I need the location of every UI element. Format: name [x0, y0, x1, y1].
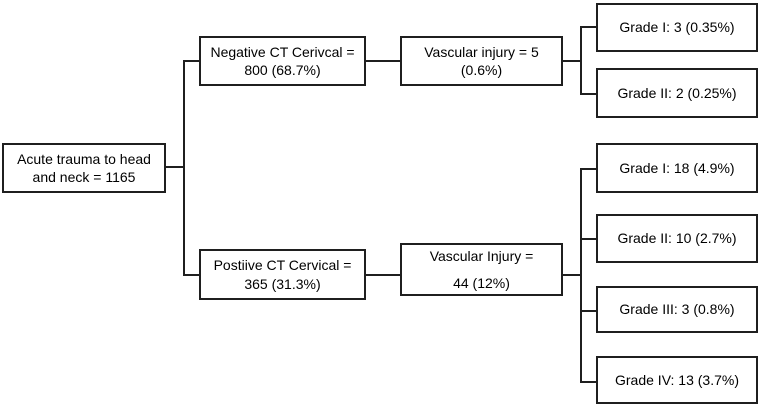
node-text-line: and neck = 1165 — [32, 169, 136, 185]
node-text-line: (0.6%) — [460, 62, 503, 78]
node-negative-vascular-injury: Vascular injury = 5 (0.6%) — [400, 36, 563, 86]
node-acute-trauma: Acute trauma to head and neck = 1165 — [2, 143, 166, 193]
node-text-line: Negative CT Cerivcal = — [210, 43, 355, 60]
connector-to-positive-grade-4 — [580, 381, 596, 383]
node-text-line: Vascular Injury = — [429, 247, 534, 264]
connector-root-stub — [166, 166, 184, 168]
connector-negative-ct-to-vascular — [366, 60, 400, 62]
connector-positive-grades-bracket — [580, 168, 582, 383]
connector-to-negative-ct — [183, 60, 199, 62]
node-negative-ct: Negative CT Cerivcal = 800 (68.7%) — [199, 36, 366, 86]
node-text-line: Vascular injury = 5 — [424, 43, 539, 60]
node-text-line: Postiive CT Cervical = — [213, 257, 352, 274]
node-text-line: 800 (68.7%) — [244, 62, 321, 78]
node-text-line: Grade I: 3 (0.35%) — [619, 19, 735, 36]
node-negative-grade-1: Grade I: 3 (0.35%) — [596, 3, 758, 52]
connector-to-positive-grade-2 — [580, 238, 596, 240]
node-positive-grade-4: Grade IV: 13 (3.7%) — [596, 356, 758, 404]
node-negative-grade-2: Grade II: 2 (0.25%) — [596, 68, 758, 118]
node-positive-grade-1: Grade I: 18 (4.9%) — [596, 143, 758, 193]
connector-negative-grades-bracket — [580, 26, 582, 95]
connector-negative-vascular-stub — [563, 60, 581, 62]
node-positive-grade-3: Grade III: 3 (0.8%) — [596, 286, 758, 333]
node-text-line: Grade II: 10 (2.7%) — [617, 230, 737, 247]
node-positive-ct: Postiive CT Cervical = 365 (31.3%) — [199, 249, 366, 300]
node-text-line: Grade IV: 13 (3.7%) — [615, 371, 739, 388]
node-positive-grade-2: Grade II: 10 (2.7%) — [596, 214, 758, 263]
connector-positive-ct-to-vascular — [366, 274, 400, 276]
connector-to-negative-grade-2 — [580, 93, 596, 95]
connector-to-positive-ct — [183, 274, 199, 276]
node-positive-vascular-injury: Vascular Injury = 44 (12%) — [400, 243, 563, 296]
node-text-line: Grade I: 18 (4.9%) — [619, 159, 735, 176]
node-text-line: Grade II: 2 (0.25%) — [617, 84, 737, 101]
node-text-line: Acute trauma to head — [17, 150, 151, 167]
node-text-line: Grade III: 3 (0.8%) — [619, 301, 735, 318]
connector-to-positive-grade-1 — [580, 168, 596, 170]
connector-main-bracket — [183, 60, 185, 276]
connector-positive-vascular-stub — [563, 274, 581, 276]
connector-to-negative-grade-1 — [580, 26, 596, 28]
connector-to-positive-grade-3 — [580, 310, 596, 312]
node-text-line: 365 (31.3%) — [244, 275, 321, 292]
node-text-line: 44 (12%) — [453, 275, 510, 291]
